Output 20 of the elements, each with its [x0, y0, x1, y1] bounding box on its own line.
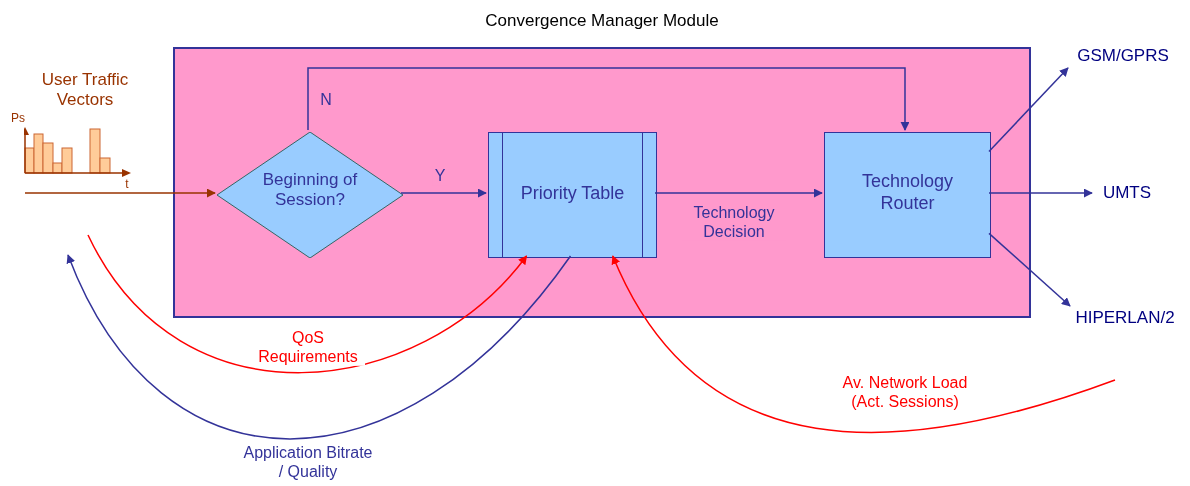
box-label: Priority Table — [519, 183, 626, 205]
arrow — [988, 232, 1071, 307]
axis-label: t — [124, 176, 130, 192]
curved-arrow — [612, 255, 1116, 434]
box-label: Technology Router — [860, 171, 955, 215]
output-label: GSM/GPRS — [1068, 44, 1178, 68]
arrow — [988, 67, 1069, 153]
curved-arrow — [67, 254, 572, 440]
module-title: Convergence Manager Module — [484, 11, 720, 32]
arrow — [307, 67, 910, 131]
process-box — [824, 132, 991, 258]
output-label: HIPERLAN/2 — [1070, 306, 1180, 330]
predefined-process-box — [488, 132, 657, 258]
arrow — [24, 188, 216, 198]
axis-label: Ps — [10, 110, 26, 126]
decision-label: Beginning of Session? — [261, 170, 359, 211]
output-label: UMTS — [1092, 181, 1162, 205]
arrow — [400, 188, 487, 198]
input-label: User Traffic Vectors — [40, 70, 130, 111]
curved-arrow — [87, 234, 528, 374]
